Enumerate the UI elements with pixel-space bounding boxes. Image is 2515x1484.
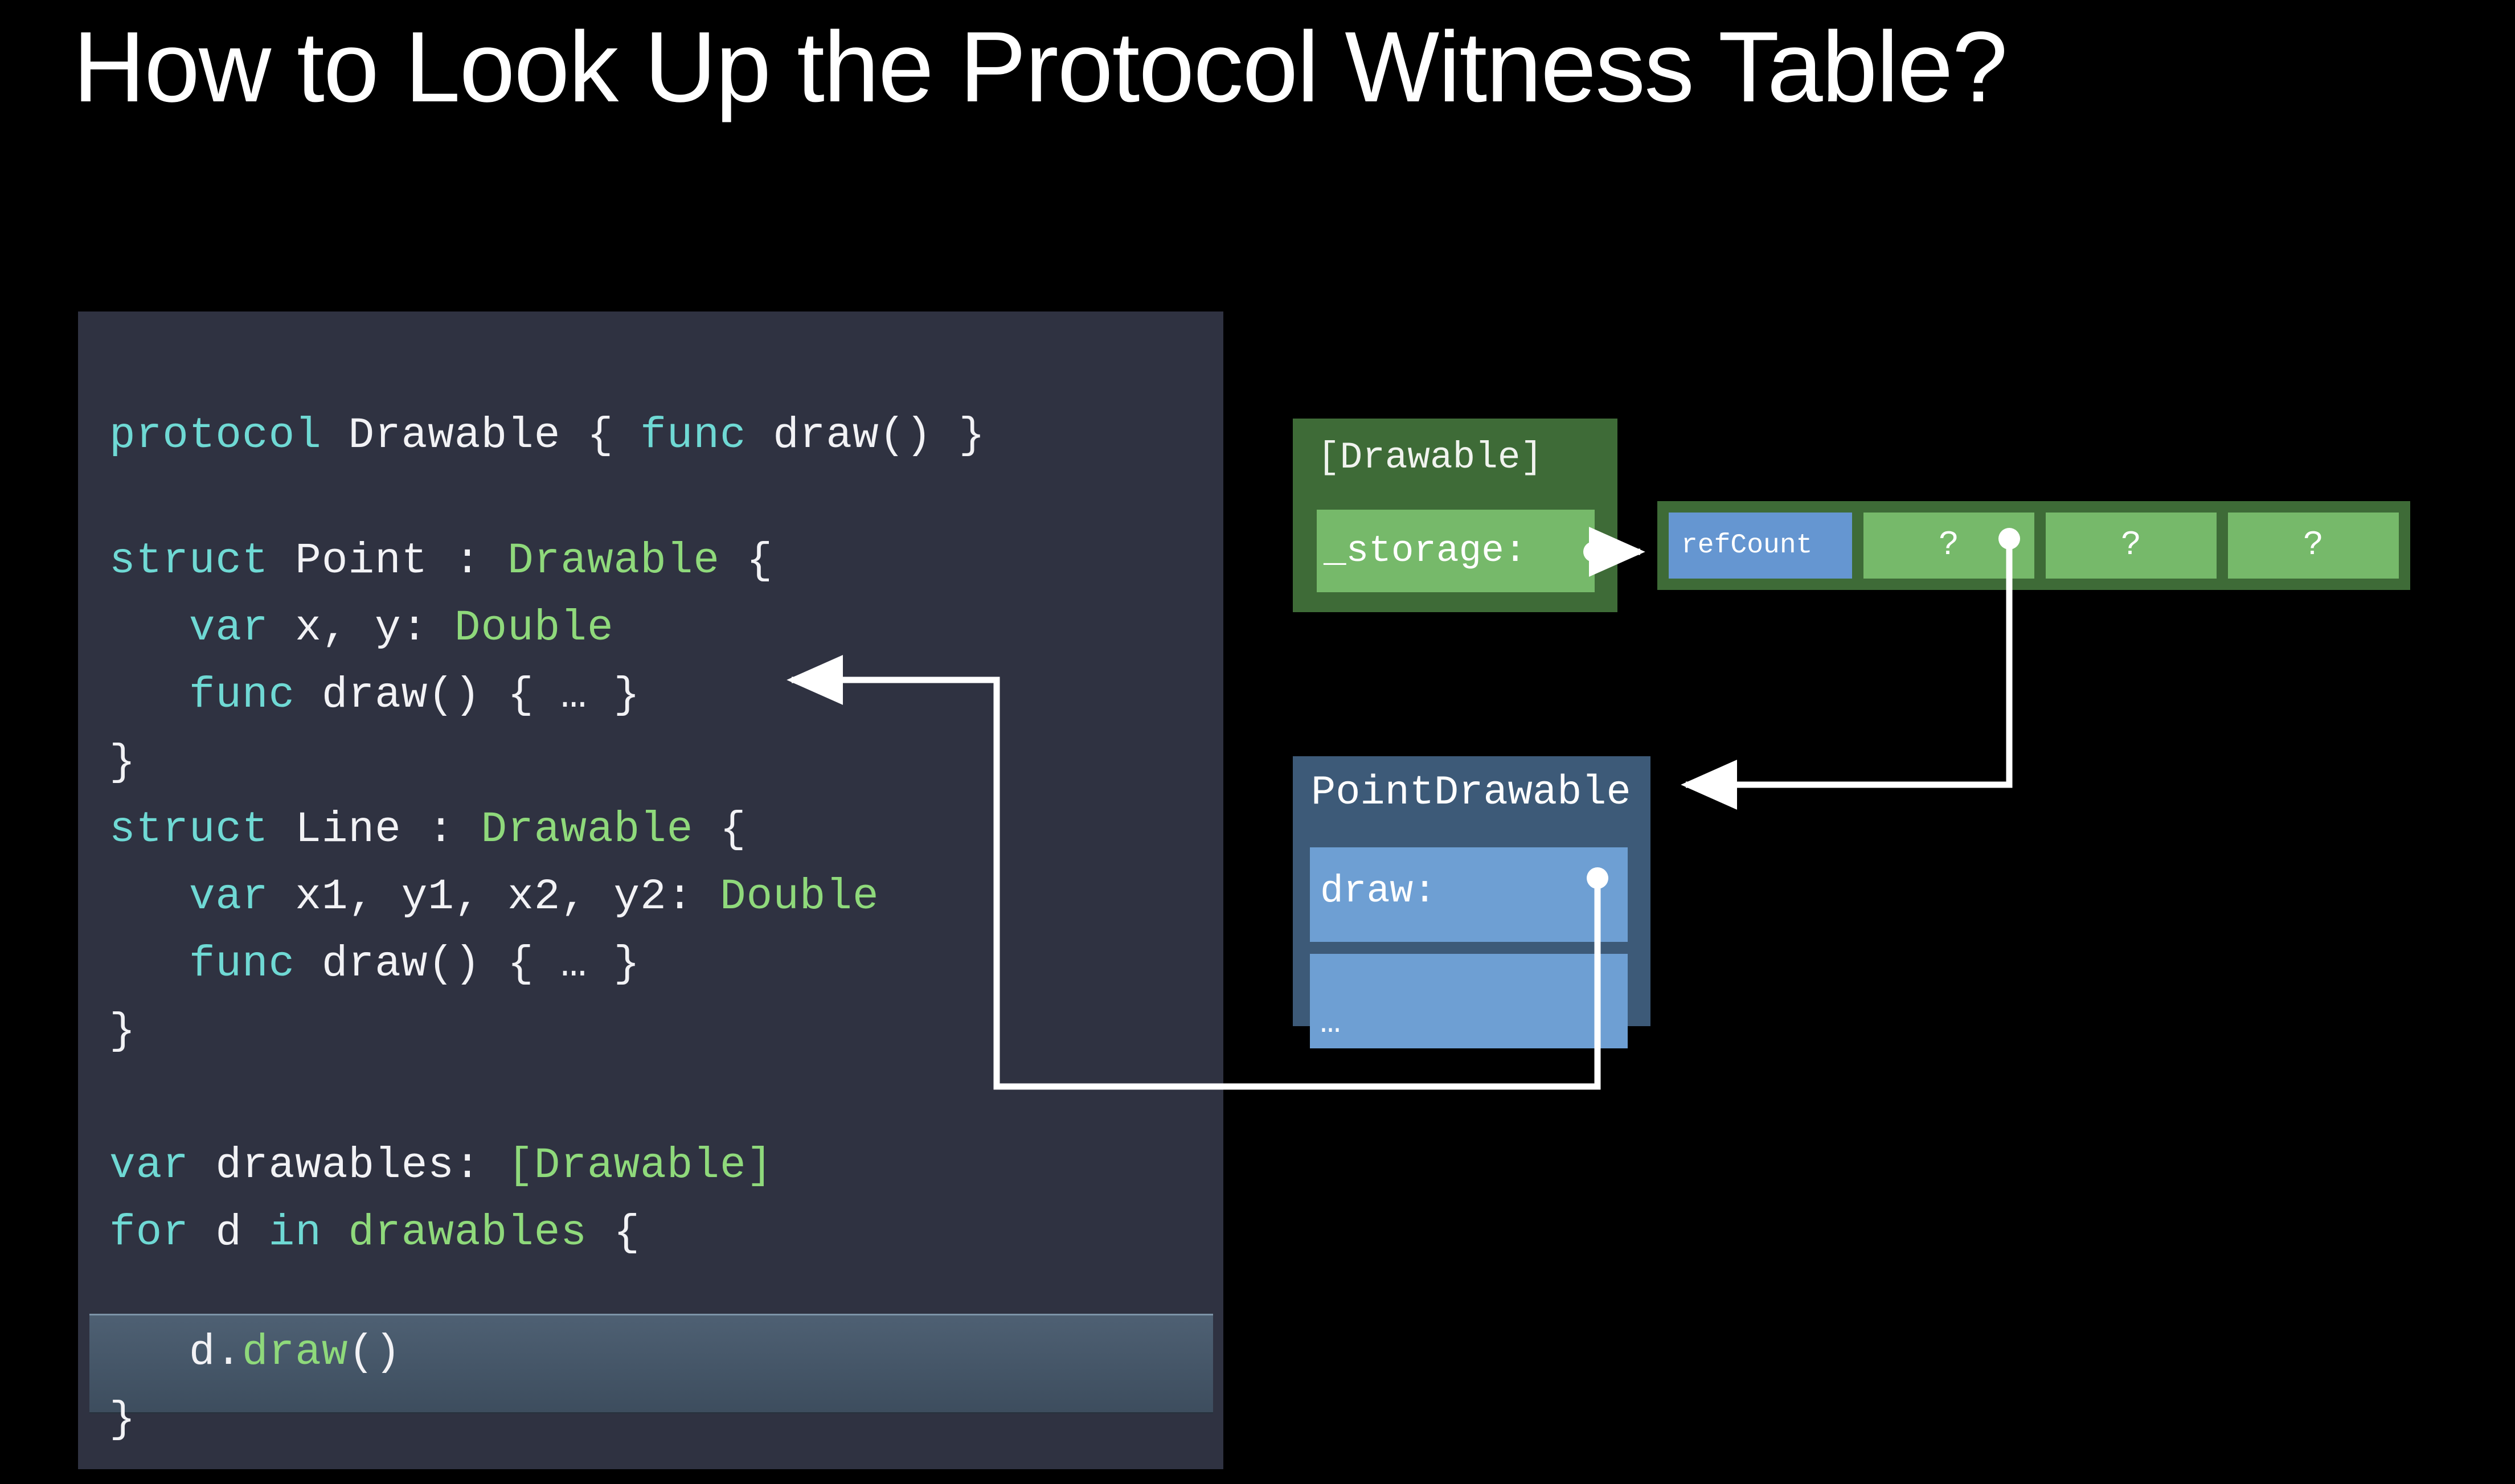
storage-label: _storage:	[1324, 530, 1527, 572]
code-token: {	[587, 1208, 641, 1257]
drawable-array-box: [Drawable] _storage:	[1293, 419, 1617, 612]
code-token: ()	[348, 1328, 402, 1377]
code-token: d	[189, 1208, 269, 1257]
code-token	[322, 1208, 349, 1257]
code-line: }	[109, 1010, 136, 1053]
code-token: Double	[719, 872, 879, 921]
code-token	[109, 940, 189, 989]
code-line: }	[109, 741, 136, 784]
page-title: How to Look Up the Protocol Witness Tabl…	[73, 11, 2008, 123]
code-token: d.	[109, 1328, 243, 1377]
code-line: var drawables: [Drawable]	[109, 1144, 773, 1187]
code-token: drawables	[348, 1208, 587, 1257]
buffer-cell-label: ?	[2303, 526, 2324, 565]
code-token	[109, 671, 189, 720]
code-line: struct Point : Drawable {	[109, 539, 773, 583]
code-line-highlight	[89, 1314, 1213, 1413]
code-token: Drawable {	[321, 411, 641, 460]
code-line: for d in drawables {	[109, 1211, 640, 1255]
witness-table-box: PointDrawable draw: …	[1293, 756, 1650, 1048]
buffer-cell-unknown: ?	[2228, 513, 2399, 579]
code-token: in	[268, 1208, 322, 1257]
code-token: Drawable	[481, 805, 694, 854]
code-token: drawables:	[189, 1141, 508, 1190]
code-line: var x1, y1, x2, y2: Double	[109, 875, 879, 919]
code-token: }	[109, 1395, 136, 1444]
code-panel: protocol Drawable { func draw() } struct …	[78, 311, 1223, 1469]
witness-table-row-more: …	[1310, 954, 1628, 1048]
code-token: x, y:	[268, 604, 454, 653]
code-token: draw() }	[746, 411, 986, 460]
buffer-cell-unknown: ?	[1863, 513, 2034, 579]
buffer-cell-label: refCount	[1681, 530, 1813, 561]
code-token: struct	[109, 536, 269, 585]
storage-cell: _storage:	[1317, 510, 1595, 592]
code-token: {	[693, 805, 747, 854]
code-token: func	[189, 671, 296, 720]
code-token	[109, 604, 189, 653]
code-line: var x, y: Double	[109, 606, 614, 650]
code-token: Drawable	[507, 536, 720, 585]
code-token: }	[109, 738, 136, 787]
code-token: protocol	[109, 411, 322, 460]
code-token: Line :	[268, 805, 481, 854]
code-token: }	[109, 1007, 136, 1056]
code-token: func	[640, 411, 747, 460]
code-token: {	[719, 536, 773, 585]
code-token: [Drawable]	[507, 1141, 773, 1190]
witness-table-row-label: …	[1320, 1004, 1341, 1043]
witness-table-row-draw: draw:	[1310, 847, 1628, 942]
code-token: for	[109, 1208, 189, 1257]
code-token: Point :	[268, 536, 508, 585]
code-line: d.draw()	[109, 1331, 402, 1374]
buffer-cell-label: ?	[1938, 526, 1959, 565]
array-buffer: refCount???	[1657, 501, 2410, 590]
code-line: struct Line : Drawable {	[109, 808, 747, 851]
code-token: draw	[242, 1328, 349, 1377]
code-line: func draw() { … }	[109, 674, 640, 717]
code-token: var	[189, 604, 269, 653]
witness-table-title: PointDrawable	[1311, 769, 1631, 816]
code-token: draw() { … }	[295, 940, 641, 989]
buffer-cell-label: ?	[2120, 526, 2141, 565]
code-line: func draw() { … }	[109, 942, 640, 986]
code-token: struct	[109, 805, 269, 854]
code-token: var	[189, 872, 269, 921]
code-token: draw() { … }	[295, 671, 641, 720]
buffer-cell-unknown: ?	[2046, 513, 2217, 579]
code-token: x1, y1, x2, y2:	[268, 872, 720, 921]
code-token: func	[189, 940, 296, 989]
code-token: Double	[454, 604, 614, 653]
buffer-cell-refcount: refCount	[1669, 513, 1852, 579]
code-line: protocol Drawable { func draw() }	[109, 414, 985, 457]
code-token: var	[109, 1141, 189, 1190]
code-line: }	[109, 1398, 136, 1441]
code-token	[109, 872, 189, 921]
witness-table-row-label: draw:	[1320, 870, 1437, 913]
drawable-array-title: [Drawable]	[1317, 436, 1543, 479]
